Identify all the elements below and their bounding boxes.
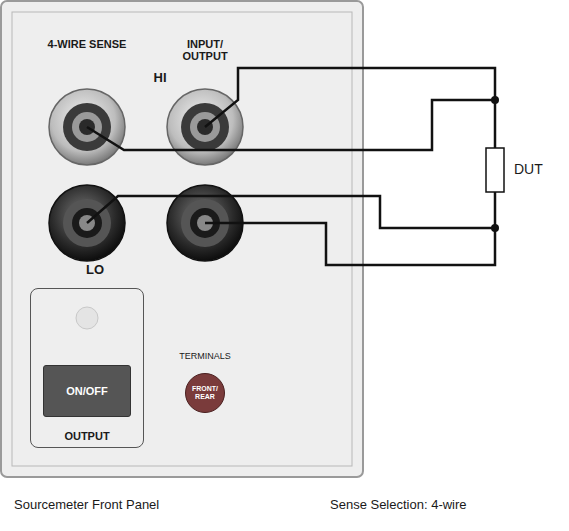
- button-label: TERMINALS: [160, 352, 250, 362]
- device-label: DUT: [514, 162, 564, 177]
- button-label: ON/OFF: [66, 385, 108, 397]
- terminals-button: FRONT/ REAR: [185, 373, 225, 413]
- button-label: FRONT/ REAR: [190, 385, 220, 400]
- panel-inner-border: [12, 12, 352, 466]
- output-group-box: OUTPUT ON/OFF: [30, 288, 144, 448]
- polarity-label: LO: [80, 263, 110, 277]
- terminal-label: 4-WIRE SENSE: [47, 38, 127, 50]
- panel-caption: Sourcemeter Front Panel: [14, 498, 234, 512]
- junction-dot: [491, 224, 499, 232]
- output-indicator: [76, 307, 98, 329]
- io-lo-wire: [205, 223, 495, 265]
- dut-lead-bottom: [494, 192, 497, 228]
- dut-lead-top: [494, 100, 497, 148]
- io-hi-wire: [205, 68, 495, 127]
- polarity-label: HI: [145, 71, 175, 85]
- group-label: OUTPUT: [31, 430, 143, 442]
- caption: Sense Selection: 4-wire: [330, 498, 560, 512]
- terminal-label: INPUT/ OUTPUT: [165, 38, 245, 62]
- resistor-symbol: [486, 148, 504, 192]
- junction-dot: [491, 96, 499, 104]
- sense-hi-wire: [87, 100, 495, 150]
- output-button: ON/OFF: [43, 365, 131, 417]
- panel-face: [1, 1, 363, 477]
